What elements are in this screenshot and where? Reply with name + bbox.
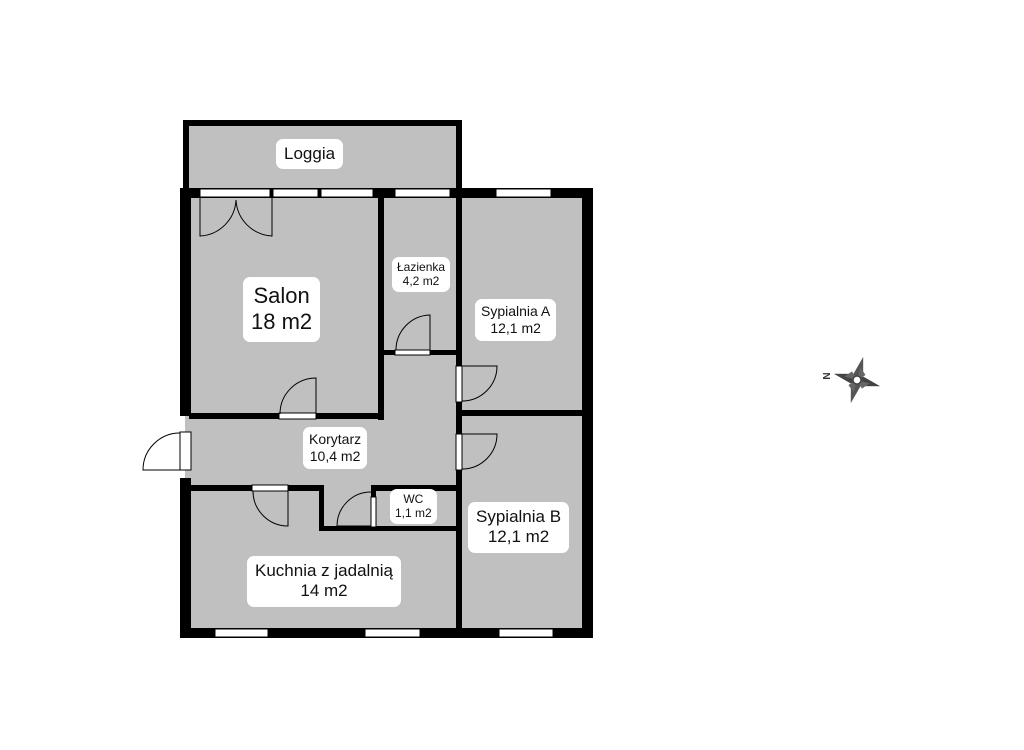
room-area: 1,1 m2 xyxy=(395,506,432,521)
room-area: 12,1 m2 xyxy=(487,527,550,547)
wall xyxy=(456,120,462,192)
wall xyxy=(456,470,462,638)
room-area: 4,2 m2 xyxy=(402,274,440,289)
wall xyxy=(456,402,462,434)
wall xyxy=(456,188,462,366)
room-area: 18 m2 xyxy=(251,309,313,335)
door-frame xyxy=(370,496,377,528)
wall xyxy=(183,188,593,198)
room-name: Kuchnia z jadalnią xyxy=(255,561,393,580)
door xyxy=(461,433,498,470)
wall xyxy=(183,120,462,126)
door xyxy=(199,198,237,237)
door xyxy=(252,490,289,527)
wall xyxy=(381,350,395,355)
room-label-sypialnia-b: Sypialnia B 12,1 m2 xyxy=(468,502,570,553)
room-name: Sypialnia B xyxy=(476,507,562,526)
wall xyxy=(180,478,191,638)
window xyxy=(272,188,319,198)
wall xyxy=(371,485,459,491)
room-name: Sypialnia A xyxy=(481,303,551,319)
wall xyxy=(378,198,384,420)
room-name: Korytarz xyxy=(309,431,362,447)
room-name: Loggia xyxy=(284,144,336,163)
door xyxy=(461,365,498,402)
wall xyxy=(180,188,191,416)
room-label-salon: Salon 18 m2 xyxy=(243,277,321,342)
compass-label: N xyxy=(822,372,833,379)
wall xyxy=(319,485,324,531)
compass-icon xyxy=(833,356,881,404)
room-area: 10,4 m2 xyxy=(309,447,361,464)
window xyxy=(320,188,374,198)
window xyxy=(498,628,554,638)
window xyxy=(214,628,269,638)
room-label-kuchnia: Kuchnia z jadalnią 14 m2 xyxy=(247,556,401,607)
room-name: Łazienka xyxy=(397,260,446,274)
door-frame xyxy=(455,433,463,471)
door xyxy=(395,314,431,351)
window xyxy=(364,628,421,638)
room-label-wc: WC 1,1 m2 xyxy=(390,489,437,524)
room-name: Salon xyxy=(253,283,310,308)
wall xyxy=(183,120,189,192)
window xyxy=(394,188,451,198)
wall xyxy=(319,526,459,531)
wall xyxy=(316,413,384,419)
room-label-korytarz: Korytarz 10,4 m2 xyxy=(303,427,368,469)
door xyxy=(279,377,317,415)
room-label-lazienka: Łazienka 4,2 m2 xyxy=(392,257,451,292)
room-label-loggia: Loggia xyxy=(276,139,344,170)
door xyxy=(336,491,372,527)
wall xyxy=(371,485,376,497)
room-area: 12,1 m2 xyxy=(490,319,541,336)
room-label-sypialnia-a: Sypialnia A 12,1 m2 xyxy=(475,299,557,341)
door xyxy=(142,432,181,471)
wall xyxy=(189,413,279,419)
door-frame xyxy=(179,431,192,471)
wall xyxy=(288,485,324,491)
room-area: 14 m2 xyxy=(300,581,348,601)
window xyxy=(199,188,271,198)
door-frame xyxy=(251,484,289,492)
door-frame xyxy=(394,349,431,356)
door xyxy=(235,198,273,237)
windows xyxy=(199,188,554,638)
wall xyxy=(456,410,590,416)
wall xyxy=(430,350,460,355)
window xyxy=(495,188,552,198)
doors xyxy=(142,198,498,528)
door-frame xyxy=(278,412,317,420)
door-frame xyxy=(455,365,463,403)
wall xyxy=(189,485,252,491)
room-name: WC xyxy=(403,492,424,506)
